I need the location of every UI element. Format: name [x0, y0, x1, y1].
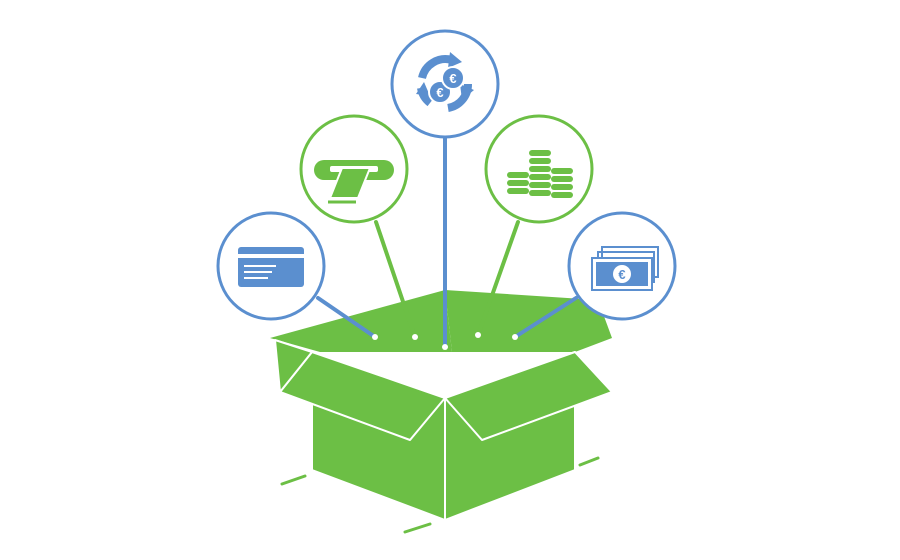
stick-end — [512, 334, 518, 340]
circle-coins — [484, 114, 594, 224]
box-ground-lines — [280, 456, 600, 534]
stick-end — [475, 332, 481, 338]
ground-dash — [280, 474, 307, 486]
open-box — [274, 339, 613, 521]
stick-end — [372, 334, 378, 340]
stick-left-lower — [316, 296, 377, 339]
atm-cash-dispense-icon — [314, 160, 394, 204]
circle-atm — [299, 114, 409, 224]
stick-end — [442, 344, 448, 350]
stick-right-upper — [476, 220, 520, 337]
stick-right-lower — [513, 296, 578, 339]
stick-ends — [372, 332, 518, 350]
credit-card-icon — [238, 247, 304, 287]
stick-left-upper — [374, 220, 417, 339]
coin-stacks-icon — [507, 150, 573, 198]
euro-banknotes-icon — [591, 246, 659, 291]
ground-dash — [578, 456, 600, 467]
circle-euro-exchange: € € — [390, 29, 500, 139]
ground-dash — [403, 522, 432, 534]
connector-sticks — [316, 133, 578, 349]
euro-symbol: € — [618, 267, 625, 282]
euro-symbol: € — [436, 85, 443, 100]
box-side-left-flap — [274, 339, 313, 393]
box-back-left-flap — [270, 290, 452, 352]
box-front-right-flap — [444, 351, 613, 441]
circle-credit-card — [216, 211, 326, 321]
euro-symbol: € — [449, 71, 456, 86]
stick-end — [412, 334, 418, 340]
circle-banknotes: € — [567, 211, 677, 321]
